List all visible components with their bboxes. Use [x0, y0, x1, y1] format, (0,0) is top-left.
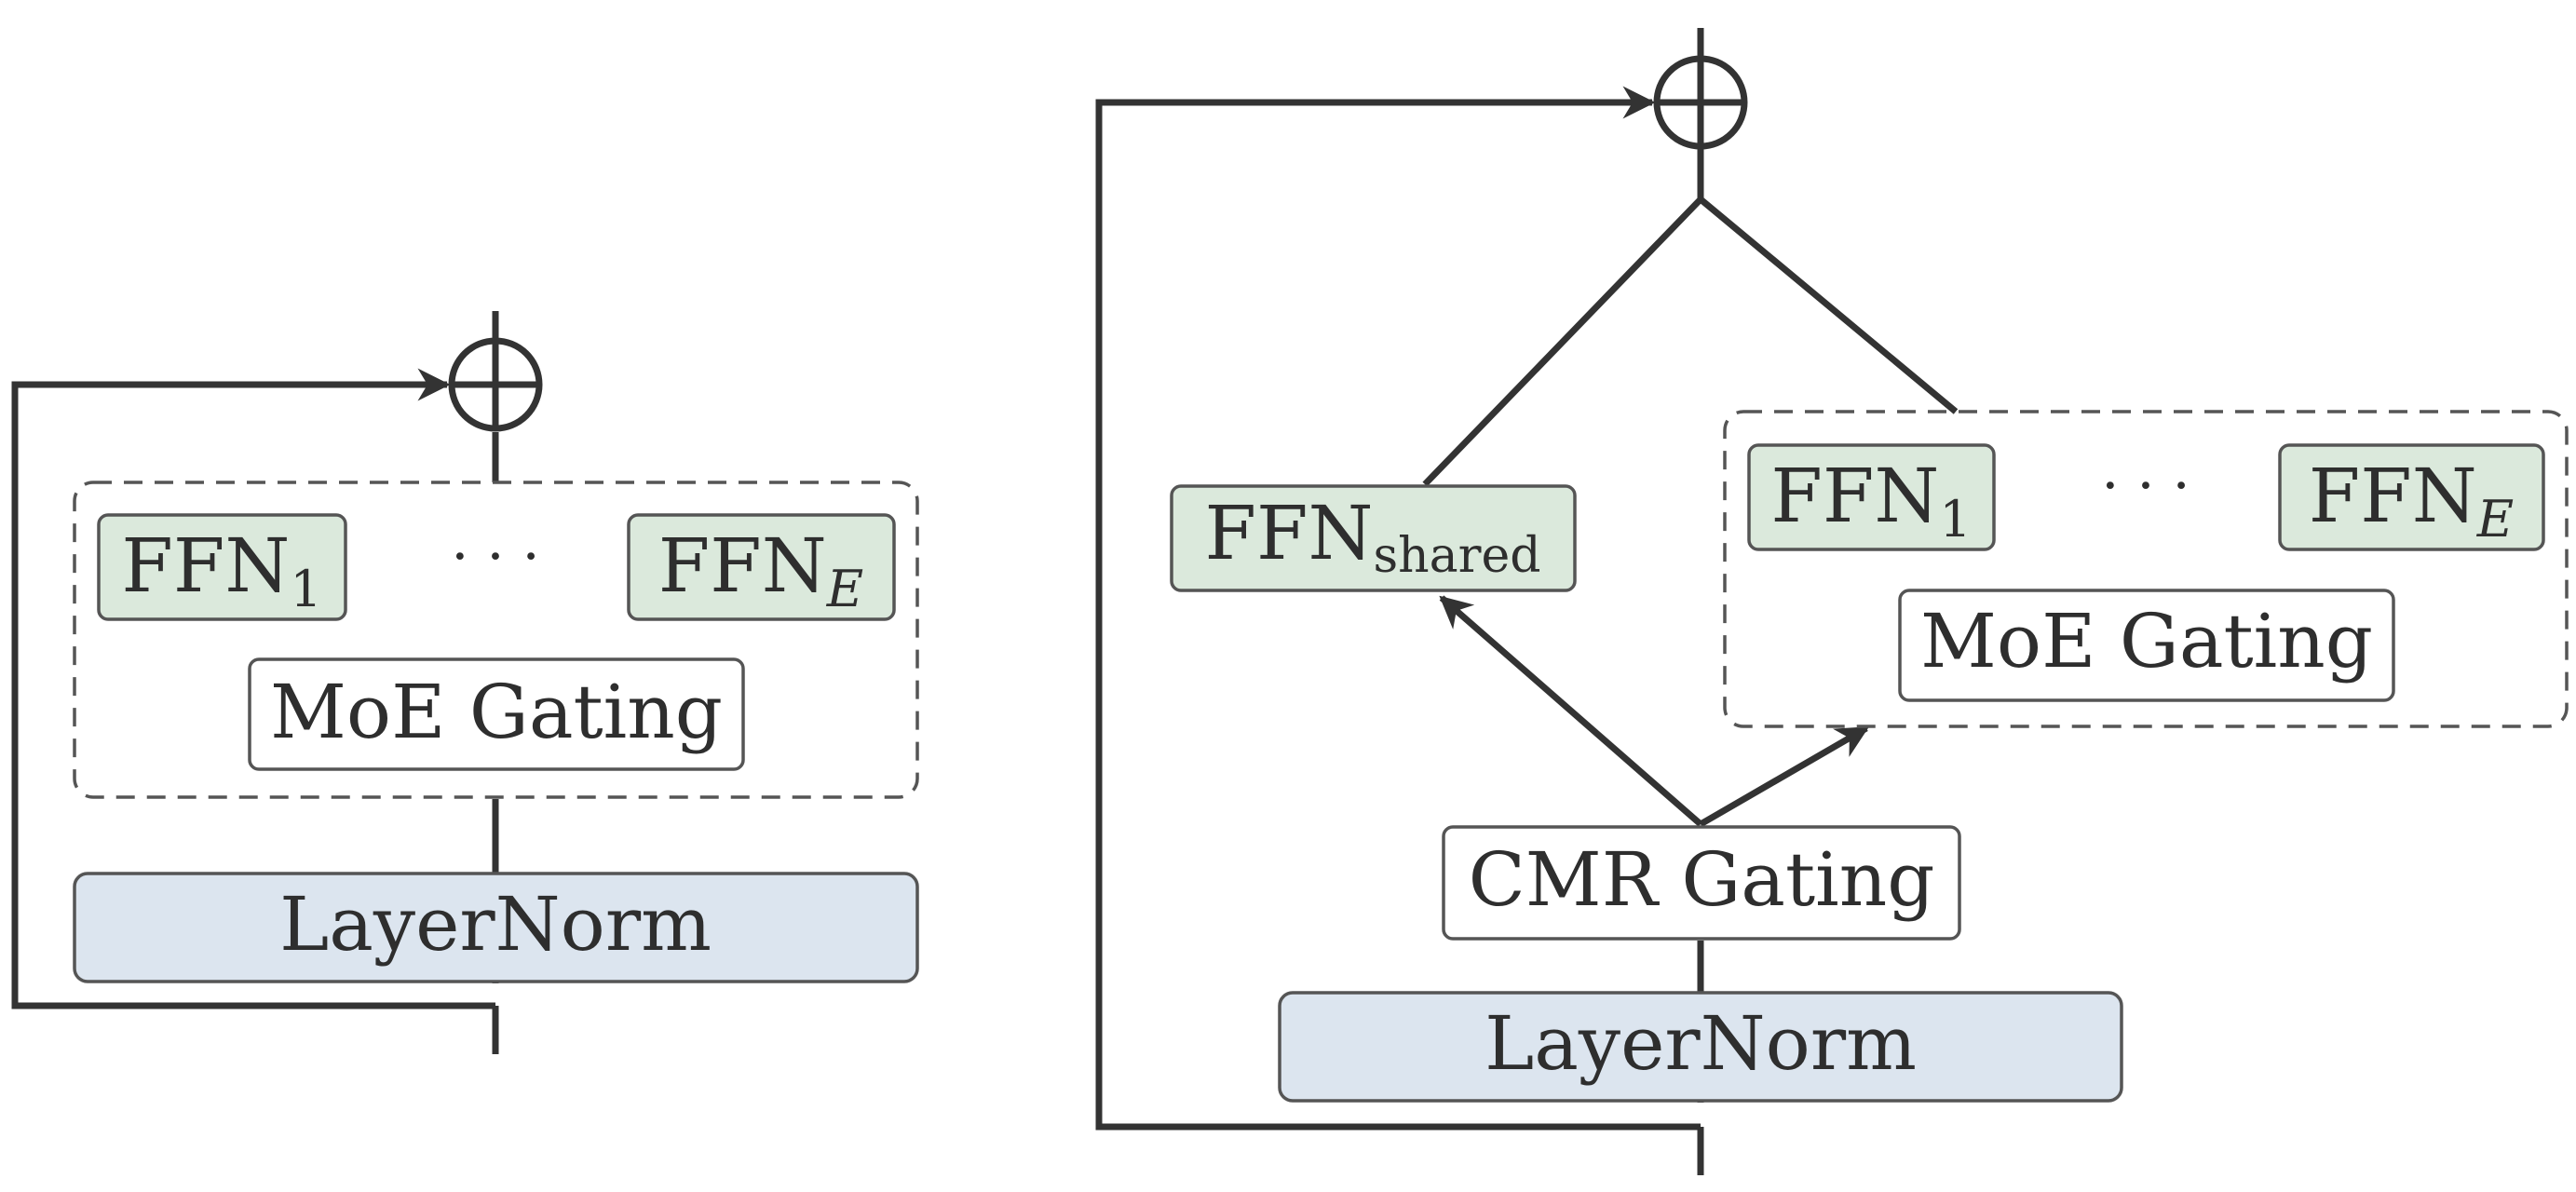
cmr-to-moe-arrow	[1699, 725, 1870, 828]
right-moe-gating-box: MoE Gating	[1898, 589, 2395, 702]
right-ffn-1-label: FFN1	[1770, 453, 1971, 549]
right-cmr-block: FFNshared FFN1 · · · FFNE MoE Gating CMR…	[1095, 28, 2569, 1175]
left-experts-ellipsis: · · ·	[451, 524, 539, 589]
right-experts-ellipsis: · · ·	[2101, 454, 2190, 519]
right-ffn-shared-box: FFNshared	[1170, 484, 1577, 592]
left-layernorm-box: LayerNorm	[73, 872, 919, 983]
right-layernorm-label: LayerNorm	[1485, 1000, 1917, 1087]
left-add-symbol	[448, 337, 543, 432]
right-merge-lines	[1422, 195, 1959, 487]
left-ffn-e-label: FFNE	[658, 522, 863, 618]
right-ffn-e-box: FFNE	[2278, 443, 2545, 551]
right-add-symbol	[1653, 55, 1748, 150]
left-layernorm-label: LayerNorm	[279, 881, 712, 968]
right-cmr-gating-box: CMR Gating	[1442, 825, 1961, 941]
cmr-to-shared-arrow	[1439, 595, 1703, 827]
right-ffn-e-label: FFNE	[2309, 453, 2514, 549]
right-ffn-shared-label: FFNshared	[1204, 490, 1540, 584]
right-layernorm-box: LayerNorm	[1278, 991, 2123, 1103]
left-moe-container	[73, 481, 919, 799]
left-skip-connection	[11, 368, 495, 1009]
right-moe-container	[1723, 410, 2569, 728]
right-moe-gating-label: MoE Gating	[1920, 598, 2373, 684]
left-moe-gating-box: MoE Gating	[248, 657, 745, 771]
left-ffn-1-box: FFN1	[97, 513, 347, 621]
left-moe-block: FFN1 · · · FFNE MoE Gating LayerNorm	[11, 311, 919, 1054]
right-skip-connection	[1095, 86, 1701, 1131]
right-routing-arrows	[1439, 595, 1870, 828]
right-cmr-gating-label: CMR Gating	[1469, 836, 1935, 923]
left-ffn-e-box: FFNE	[627, 513, 896, 621]
left-ffn-1-label: FFN1	[121, 522, 321, 618]
right-ffn-1-box: FFN1	[1747, 443, 1996, 551]
right-residual-path	[1095, 28, 1959, 1175]
left-moe-gating-label: MoE Gating	[270, 669, 723, 755]
